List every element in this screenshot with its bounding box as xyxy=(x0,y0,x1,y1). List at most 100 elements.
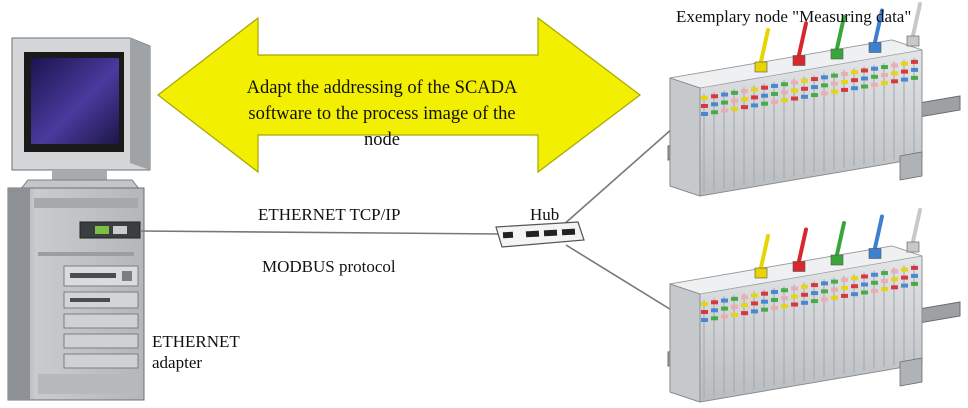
connector-plug-icon xyxy=(792,55,806,66)
ethernet-adapter-slot xyxy=(79,221,141,239)
terminal-marker xyxy=(781,98,788,103)
terminal-marker xyxy=(731,90,738,95)
terminal-marker xyxy=(721,306,728,311)
terminal-marker xyxy=(741,89,748,94)
terminal-marker xyxy=(861,84,868,89)
terminal-marker xyxy=(761,93,768,98)
terminal-marker xyxy=(701,96,708,100)
terminal-marker xyxy=(811,291,818,296)
wire-icon xyxy=(796,227,808,268)
terminal-marker xyxy=(821,281,828,286)
wire-icon xyxy=(834,221,846,261)
terminal-marker xyxy=(811,85,818,90)
hub-label: Hub xyxy=(530,205,560,224)
terminal-marker xyxy=(811,283,818,288)
terminal-marker xyxy=(801,284,808,289)
terminal-marker xyxy=(841,285,848,290)
terminal-marker xyxy=(811,77,818,82)
end-clamp xyxy=(899,151,923,181)
monitor-screen xyxy=(31,58,119,144)
terminal-marker xyxy=(801,94,808,99)
terminal-marker xyxy=(771,305,778,310)
monitor xyxy=(11,37,151,191)
terminal-marker xyxy=(781,82,788,87)
terminal-marker xyxy=(751,87,758,92)
terminal-marker xyxy=(751,301,758,306)
terminal-marker xyxy=(721,108,728,113)
terminal-marker xyxy=(851,276,858,281)
hub xyxy=(495,221,585,248)
terminal-marker xyxy=(711,94,718,99)
terminal-marker xyxy=(791,96,798,101)
terminal-marker xyxy=(791,302,798,307)
terminal-marker xyxy=(801,300,808,305)
terminal-marker xyxy=(711,316,718,321)
terminal-marker xyxy=(871,66,878,71)
terminal-marker xyxy=(761,299,768,304)
wire-icon xyxy=(834,15,846,55)
cable-hub-node-2 xyxy=(565,244,687,320)
terminal-marker xyxy=(701,310,708,314)
terminal-marker xyxy=(731,98,738,103)
terminal-marker xyxy=(771,83,778,88)
io-node-2 xyxy=(667,208,961,403)
terminal-marker xyxy=(721,314,728,319)
terminal-marker xyxy=(811,93,818,98)
terminal-marker xyxy=(881,279,888,284)
terminal-marker xyxy=(711,308,718,313)
terminal-marker xyxy=(841,87,848,92)
adapter-led-icon xyxy=(95,226,109,234)
terminal-marker xyxy=(851,78,858,83)
terminal-marker xyxy=(861,290,868,295)
hub-port-icon xyxy=(543,229,558,237)
wire-icon xyxy=(758,28,770,68)
wire-icon xyxy=(872,8,884,49)
terminal-marker xyxy=(881,81,888,86)
terminal-marker xyxy=(741,105,748,110)
terminal-marker xyxy=(911,67,918,72)
terminal-marker xyxy=(861,76,868,81)
terminal-marker xyxy=(701,318,708,322)
cable-hub-node-1 xyxy=(561,112,691,227)
terminal-marker xyxy=(881,73,888,78)
terminal-marker xyxy=(841,71,848,76)
terminal-marker xyxy=(731,304,738,309)
terminal-marker xyxy=(871,82,878,87)
terminal-marker xyxy=(901,61,908,66)
node-title: Exemplary node "Measuring data" xyxy=(676,7,912,26)
terminal-marker xyxy=(791,80,798,85)
terminal-marker xyxy=(821,297,828,302)
hub-port-icon xyxy=(502,231,514,239)
pc-tower xyxy=(7,187,145,401)
terminal-marker xyxy=(751,103,758,108)
connector-plug-icon xyxy=(792,261,806,272)
connector-plug-icon xyxy=(830,48,844,60)
hub-port-icon xyxy=(525,230,540,238)
terminal-marker xyxy=(761,307,768,312)
terminal-marker xyxy=(781,304,788,309)
terminal-marker xyxy=(781,296,788,301)
terminal-marker xyxy=(801,292,808,297)
terminal-marker xyxy=(771,289,778,294)
terminal-marker xyxy=(911,281,918,286)
terminal-marker xyxy=(781,288,788,293)
terminal-marker xyxy=(801,78,808,83)
wire-icon xyxy=(796,21,808,62)
io-node-1 xyxy=(667,2,961,197)
arrow-caption-line-2: software to the process image of the nod… xyxy=(248,104,516,150)
terminal-marker xyxy=(831,81,838,86)
network-cables xyxy=(139,112,691,320)
terminal-marker xyxy=(701,112,708,116)
terminal-marker xyxy=(821,83,828,88)
terminal-marker xyxy=(761,101,768,106)
terminal-marker xyxy=(731,312,738,317)
terminal-marker xyxy=(901,77,908,82)
terminal-marker xyxy=(761,291,768,296)
arrow-caption-line-1: Adapt the addressing of the SCADA xyxy=(246,78,518,98)
connector-plug-icon xyxy=(754,61,768,73)
terminal-marker xyxy=(701,104,708,108)
terminal-marker xyxy=(831,287,838,292)
connector-plug-icon xyxy=(906,241,920,253)
terminal-marker xyxy=(901,275,908,280)
